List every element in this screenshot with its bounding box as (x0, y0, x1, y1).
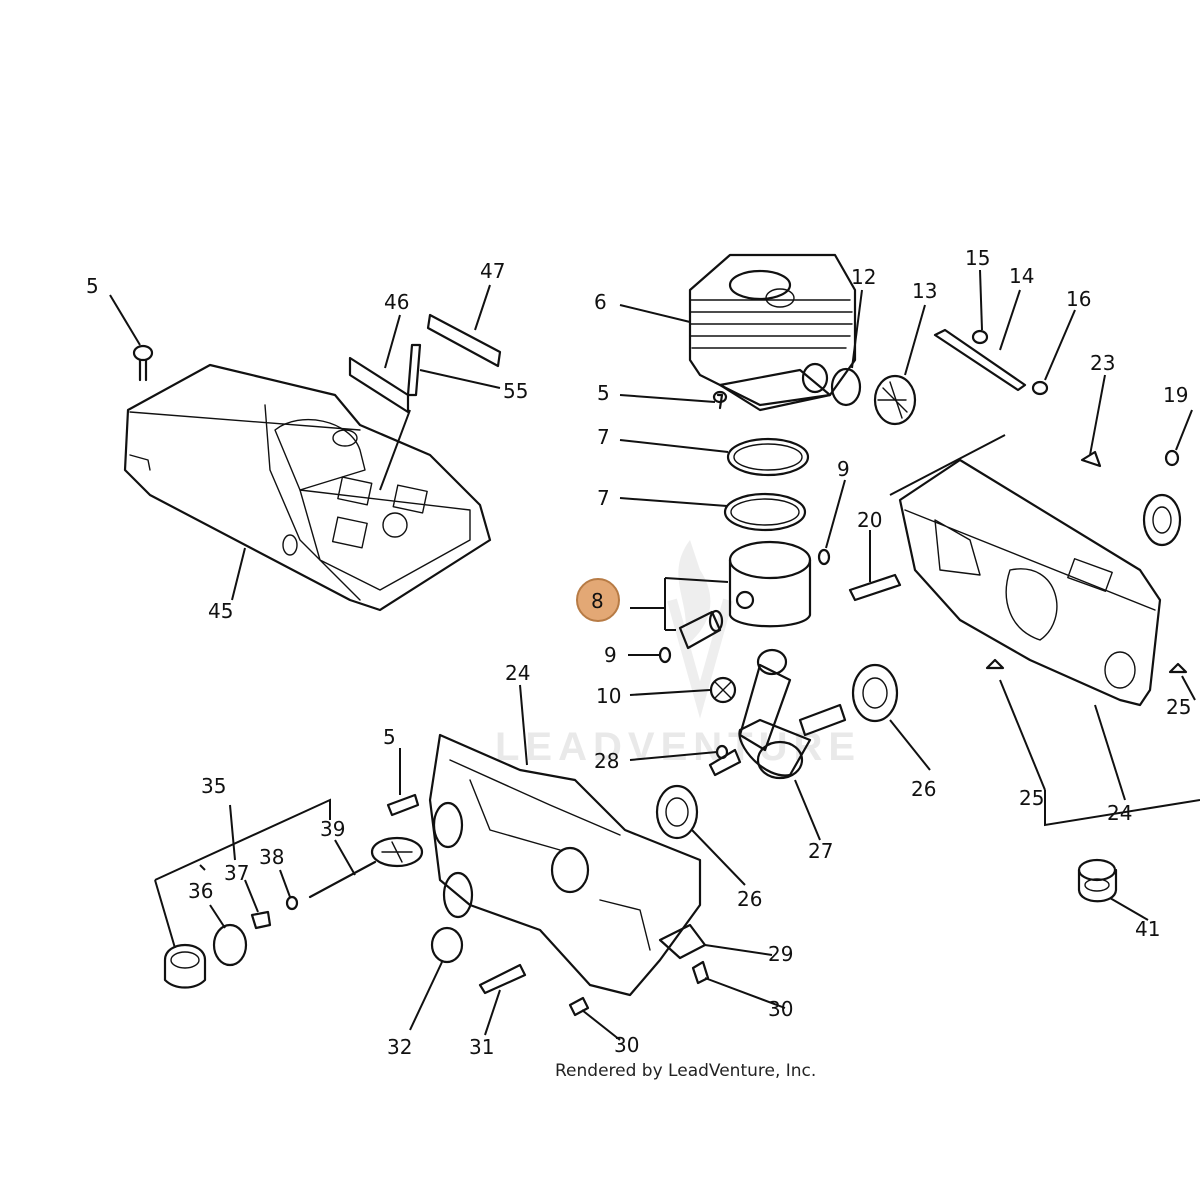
bearing-part-10 (709, 676, 737, 704)
clip-part-9a (817, 548, 831, 566)
oring-part-36 (212, 923, 248, 967)
washer-part-19 (1164, 449, 1180, 467)
callout-13[interactable]: 13 (912, 279, 937, 303)
crankcase-left-part-24 (428, 733, 702, 997)
pump-part-36 (163, 944, 207, 989)
bearing-part-13 (873, 374, 917, 426)
screw-part-30b (691, 960, 710, 985)
callout-14[interactable]: 14 (1009, 264, 1034, 288)
piston-ring-inner-7b (730, 498, 800, 526)
callout-35[interactable]: 35 (201, 774, 226, 798)
piston-part-8 (728, 540, 812, 628)
leader-lines (109, 269, 1200, 1041)
callout-12[interactable]: 12 (851, 265, 876, 289)
seal-part-32 (430, 926, 464, 964)
screw-part-37 (250, 910, 272, 930)
callout-23[interactable]: 23 (1090, 351, 1115, 375)
callout-7b[interactable]: 7 (597, 486, 610, 510)
callout-20[interactable]: 20 (857, 508, 882, 532)
filter-part-39 (308, 836, 424, 899)
bearing-right (1142, 493, 1182, 547)
gasket-part-12 (830, 367, 862, 407)
dowel-part-25b (1168, 662, 1188, 674)
screw-part-20 (848, 573, 902, 602)
mount-part-41 (1077, 858, 1118, 903)
screw-part-5b (716, 393, 724, 410)
callout-10[interactable]: 10 (596, 684, 621, 708)
screw-head-part-5b (712, 390, 728, 404)
callout-41[interactable]: 41 (1135, 917, 1160, 941)
cylinder-part-6 (688, 253, 857, 412)
screw-part-30a (568, 996, 590, 1017)
bearing-part-26b (655, 784, 699, 840)
callout-37[interactable]: 37 (224, 861, 249, 885)
bearing-part-26a (851, 663, 899, 723)
callout-25b[interactable]: 25 (1019, 786, 1044, 810)
crankshaft-part-27 (708, 648, 847, 780)
callout-26b[interactable]: 26 (737, 887, 762, 911)
callout-26a[interactable]: 26 (911, 777, 936, 801)
callout-8[interactable]: 8 (591, 589, 604, 613)
screw-part-5c (386, 793, 420, 817)
callout-6[interactable]: 6 (594, 290, 607, 314)
piston-ring-part-7a (726, 437, 810, 477)
callout-31[interactable]: 31 (469, 1035, 494, 1059)
callout-30a[interactable]: 30 (768, 997, 793, 1021)
highlight-marker[interactable] (576, 578, 620, 622)
credit-text: Rendered by LeadVenture, Inc. (555, 1061, 816, 1081)
screw-part-5 (132, 344, 154, 382)
callout-36[interactable]: 36 (188, 879, 213, 903)
callout-38[interactable]: 38 (259, 845, 284, 869)
gasket-parts-46-47 (348, 313, 502, 414)
callout-16[interactable]: 16 (1066, 287, 1091, 311)
callout-29[interactable]: 29 (768, 942, 793, 966)
crankcase-right-part-24 (898, 458, 1162, 707)
pin-part-14 (933, 328, 1049, 396)
callout-5b[interactable]: 5 (597, 381, 610, 405)
callout-47[interactable]: 47 (480, 259, 505, 283)
piston-ring-inner-7a (733, 443, 803, 471)
callout-24a[interactable]: 24 (505, 661, 530, 685)
callout-7a[interactable]: 7 (597, 425, 610, 449)
callout-19[interactable]: 19 (1163, 383, 1188, 407)
callout-9b[interactable]: 9 (604, 643, 617, 667)
callout-27[interactable]: 27 (808, 839, 833, 863)
callout-39[interactable]: 39 (320, 817, 345, 841)
callout-24b[interactable]: 24 (1107, 801, 1132, 825)
watermark: LEADVENTURE (495, 540, 855, 769)
callout-30b[interactable]: 30 (614, 1033, 639, 1057)
callout-55[interactable]: 55 (503, 379, 528, 403)
callout-9a[interactable]: 9 (837, 457, 850, 481)
top-cover-part-45 (123, 363, 492, 612)
nut-part-23 (1080, 450, 1102, 468)
callout-46[interactable]: 46 (384, 290, 409, 314)
callout-32[interactable]: 32 (387, 1035, 412, 1059)
callout-45[interactable]: 45 (208, 599, 233, 623)
clip-part-9b (658, 646, 672, 664)
callout-28[interactable]: 28 (594, 749, 619, 773)
screw-part-31 (478, 963, 527, 995)
callout-labels: 5 47 46 55 45 6 12 13 15 14 16 23 19 5 7… (86, 246, 1191, 1059)
callout-25a[interactable]: 25 (1166, 695, 1191, 719)
bracket-part-29 (658, 923, 707, 960)
callout-15[interactable]: 15 (965, 246, 990, 270)
callout-5c[interactable]: 5 (383, 725, 396, 749)
piston-ring-part-7b (723, 492, 807, 532)
dowel-part-25a (985, 658, 1005, 670)
piston-pin-part-8 (678, 609, 724, 650)
washer-part-38 (285, 895, 299, 911)
callout-5[interactable]: 5 (86, 274, 99, 298)
